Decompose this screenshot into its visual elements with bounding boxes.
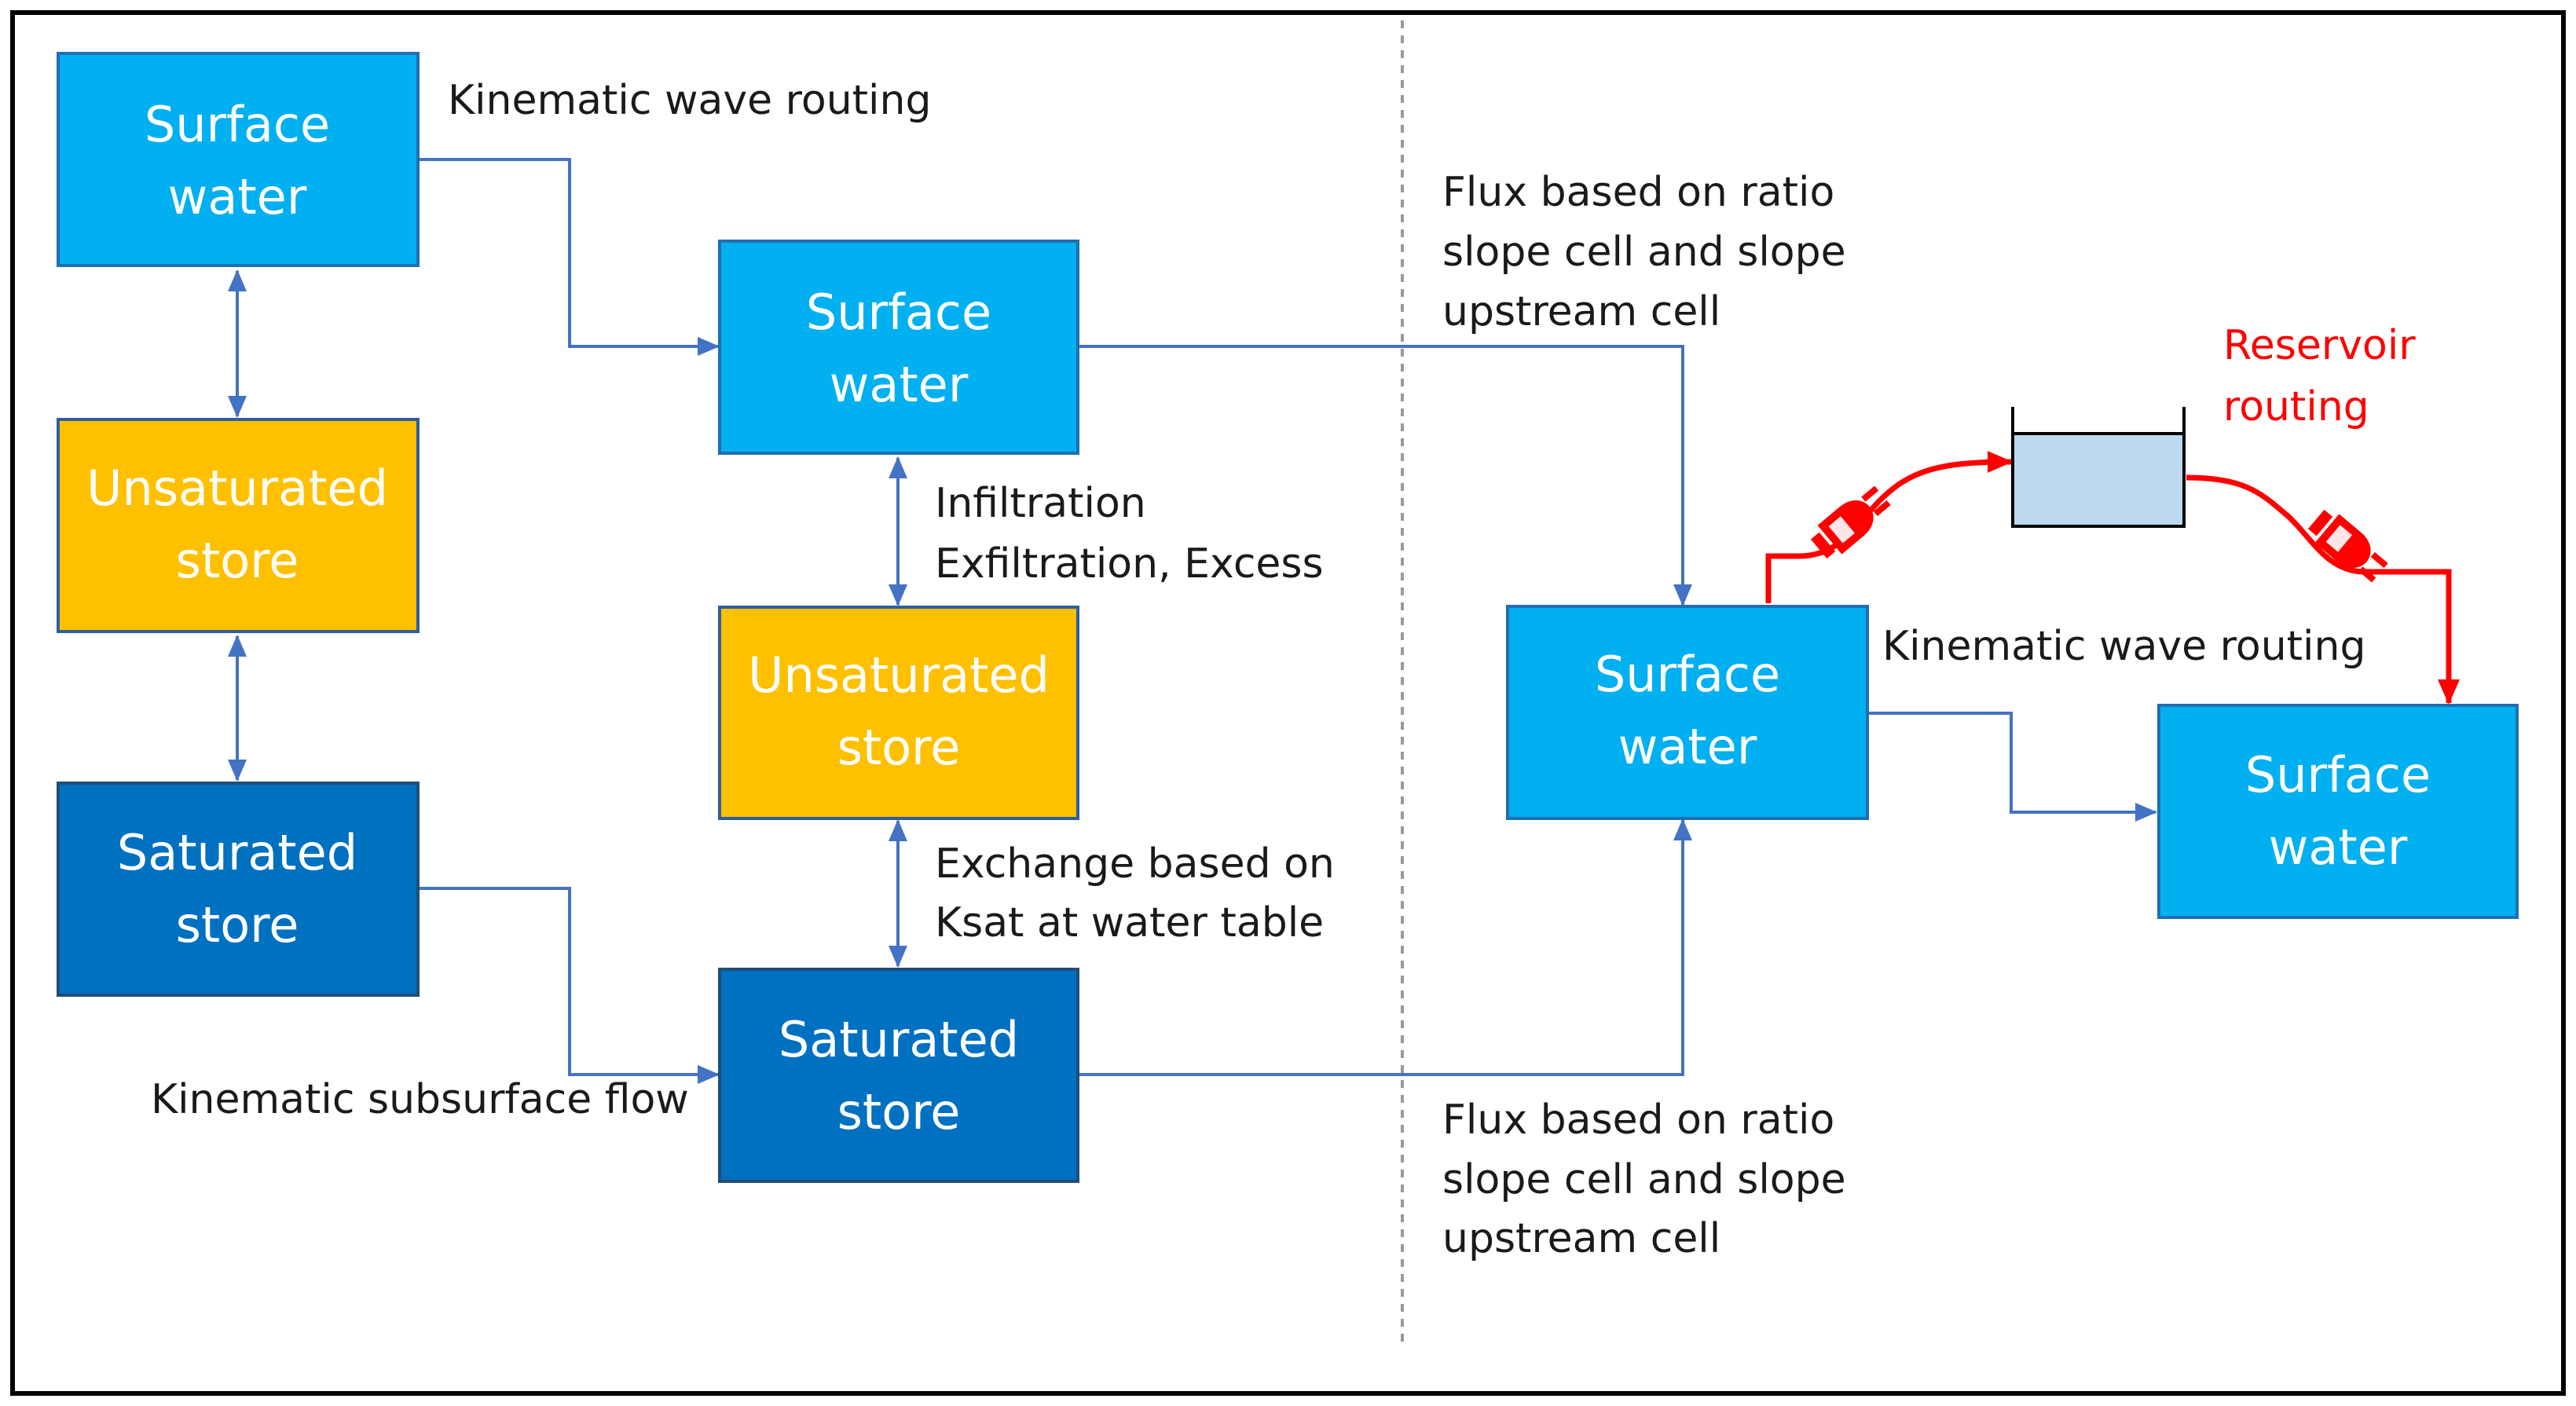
col3-surface-line2: water: [1618, 718, 1757, 775]
label-flux-bottom-line1: Flux based on ratio: [1442, 1097, 1834, 1144]
col1-sat-line1: Saturated: [117, 824, 357, 881]
col2-surface-line2: water: [830, 356, 969, 413]
col1-surface-water-box: Surface water: [57, 52, 420, 267]
label-kinematic-wave-top: Kinematic wave routing: [448, 77, 931, 124]
outer-frame: [10, 10, 2566, 1396]
arrow-kinematic-subsurface: [418, 887, 720, 1084]
col1-unsat-line2: store: [176, 532, 299, 589]
label-flux-bottom-line3: upstream cell: [1442, 1215, 1720, 1262]
reservoir-inflow-path: [1765, 451, 2013, 603]
label-flux-top-line3: upstream cell: [1442, 288, 1720, 335]
label-kinematic-wave-right: Kinematic wave routing: [1882, 623, 2365, 670]
col1-unsat-line1: Unsaturated: [86, 460, 388, 517]
label-infiltration-line1: Infiltration: [935, 480, 1146, 527]
col1-saturated-store-box: Saturated store: [57, 782, 420, 997]
col2-unsat-line1: Unsaturated: [748, 646, 1050, 704]
col2-saturated-store-box: Saturated store: [718, 968, 1079, 1183]
arrow-kinematic-wave-right: [1868, 712, 2157, 822]
reservoir-tank-icon: [2011, 407, 2186, 528]
plug-icon: [2307, 509, 2388, 583]
col1-surface-line1: Surface: [145, 96, 330, 153]
label-kinematic-subsurface: Kinematic subsurface flow: [151, 1076, 689, 1123]
col2-sat-line1: Saturated: [779, 1011, 1019, 1068]
col2-surface-water-box: Surface water: [718, 240, 1079, 455]
col1-sat-line2: store: [176, 896, 299, 954]
arrow-flux-top: [1078, 345, 1692, 606]
label-reservoir-line1: Reservoir: [2223, 322, 2416, 369]
label-reservoir-line2: routing: [2223, 383, 2369, 430]
col3-surface-line1: Surface: [1595, 646, 1780, 703]
col2-surface-line1: Surface: [806, 284, 991, 341]
reservoir-outflow-path: [2186, 474, 2460, 705]
col1-surface-line2: water: [168, 168, 307, 225]
col1-unsaturated-store-box: Unsaturated store: [57, 418, 420, 633]
label-flux-bottom-line2: slope cell and slope: [1442, 1156, 1846, 1203]
label-exchange-line1: Exchange based on: [935, 840, 1335, 888]
col2-sat-line2: store: [837, 1083, 961, 1141]
col2-unsat-line2: store: [837, 719, 961, 776]
arrow-flux-bottom: [1078, 818, 1692, 1076]
label-infiltration-line2: Exfiltration, Excess: [935, 540, 1324, 588]
plug-icon: [1810, 485, 1891, 559]
label-flux-top-line1: Flux based on ratio: [1442, 169, 1834, 216]
label-exchange-line2: Ksat at water table: [935, 899, 1324, 946]
col4-surface-line2: water: [2269, 818, 2408, 876]
col4-surface-line1: Surface: [2245, 746, 2431, 804]
label-flux-top-line2: slope cell and slope: [1442, 229, 1846, 276]
col3-surface-water-box: Surface water: [1506, 605, 1869, 820]
arrow-kinematic-wave-top: [418, 158, 720, 356]
col2-unsaturated-store-box: Unsaturated store: [718, 606, 1079, 820]
col4-surface-water-box: Surface water: [2157, 704, 2519, 919]
